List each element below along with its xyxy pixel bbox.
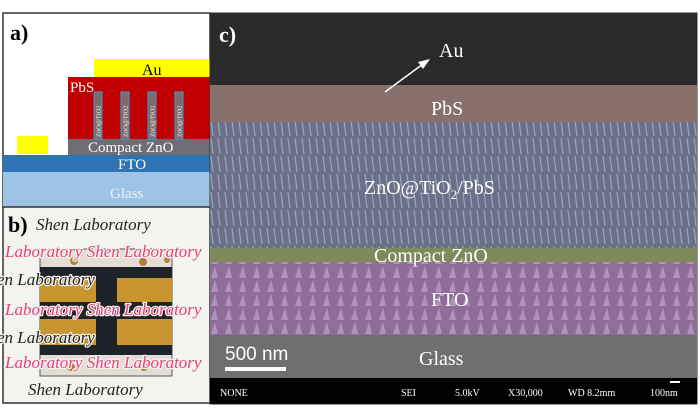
contact-dot (70, 257, 78, 265)
nanorod (174, 91, 184, 140)
bg-text: Laboratory Shen Laboratory (4, 300, 202, 319)
panel-c-sem: c) Au PbS ZnO@TiO2/PbS Compact ZnO FTO G… (209, 12, 698, 405)
nanorod-label: ZnO@TiO2 (96, 106, 103, 137)
bg-text: Shen Laboratory (0, 270, 95, 289)
nanorod (120, 91, 130, 140)
info-detector: SEI (401, 388, 416, 399)
nanorod (93, 91, 103, 140)
bg-text: Shen Laboratory (28, 380, 143, 399)
glass-layer (3, 172, 210, 207)
glass-label: Glass (110, 186, 143, 202)
contact-dot (67, 363, 75, 371)
fto-layer (3, 155, 210, 172)
fto-label: FTO (118, 157, 146, 173)
au-arrow (384, 63, 424, 93)
sem-fto-layer (210, 262, 697, 335)
contact-dot (140, 363, 148, 371)
sem-au-label: Au (439, 40, 463, 62)
sem-glass-layer (210, 335, 697, 378)
compact-zno-layer (68, 139, 210, 155)
info-magnification: X30,000 (508, 388, 543, 399)
info-mode: NONE (220, 388, 248, 399)
au-electrode (40, 319, 96, 345)
au-arrow-head (418, 59, 430, 69)
info-wd: WD 8.2mm (568, 388, 615, 399)
panel-a-label: a) (10, 20, 28, 45)
info-scale-bar (670, 381, 680, 383)
compact-zno-label: Compact ZnO (88, 140, 174, 156)
nanorod-label: ZnO@TiO2 (123, 106, 130, 137)
sem-rods-label: ZnO@TiO2/PbS (364, 177, 495, 202)
sem-info-bar (210, 378, 697, 404)
nanorod-label: ZnO@TiO2 (177, 106, 184, 137)
nanorod-label: ZnO@TiO2 (150, 106, 157, 137)
panel-c-label: c) (219, 22, 236, 47)
sem-pbs-label: PbS (431, 98, 463, 120)
sem-fto-label: FTO (431, 289, 468, 311)
au-electrode (117, 278, 172, 302)
au-top-electrode (94, 59, 210, 77)
panel-b-photo: Shen Laboratory Laboratory Shen Laborato… (0, 206, 211, 404)
au-electrode (117, 319, 172, 345)
nanorods: ZnO@TiO2 ZnO@TiO2 ZnO@TiO2 ZnO@TiO2 (93, 91, 184, 140)
pbs-label: PbS (70, 80, 94, 96)
au-electrode (40, 278, 96, 302)
sem-glass-label: Glass (419, 348, 464, 370)
info-scale: 100nm (650, 388, 678, 399)
sem-au-region (210, 13, 697, 85)
pbs-layer (68, 77, 210, 139)
panel-a-schematic: ZnO@TiO2 ZnO@TiO2 ZnO@TiO2 ZnO@TiO2 a) A… (2, 12, 211, 208)
bg-text: Shen Laboratory (36, 215, 151, 234)
info-voltage: 5.0kV (455, 388, 481, 399)
sem-compact-zno-label: Compact ZnO (374, 245, 488, 267)
panel-b-label: b) (8, 212, 28, 237)
sem-compact-zno-layer (210, 248, 697, 262)
sem-pbs-layer (210, 85, 697, 122)
bg-text: Laboratory Shen Laboratory (4, 353, 202, 372)
nanorod (147, 91, 157, 140)
contact-dot (139, 258, 147, 266)
scale-bar-label: 500 nm (225, 344, 288, 365)
au-label: Au (142, 62, 162, 79)
bg-text: Shen Laboratory (0, 328, 95, 347)
scale-bar (225, 367, 286, 371)
contact-dot (164, 257, 170, 263)
sem-rod-layer (210, 122, 697, 248)
bg-text: Laboratory Shen Laboratory (4, 242, 202, 261)
au-side-pad (17, 136, 48, 154)
